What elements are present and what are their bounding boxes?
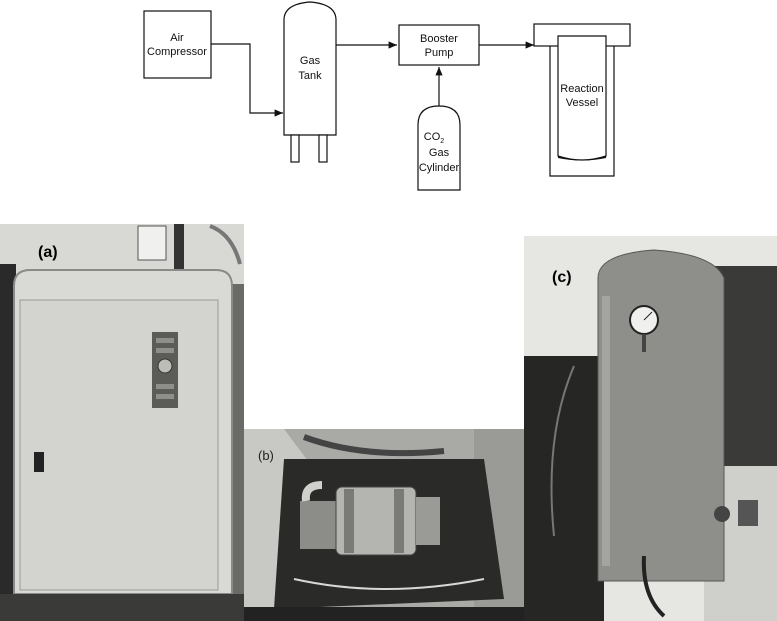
svg-text:Cylinder: Cylinder [419,162,460,174]
reaction-vessel-block: Reaction Vessel [533,23,631,177]
svg-text:Compressor: Compressor [147,46,207,58]
svg-text:Vessel: Vessel [566,97,598,109]
svg-text:Tank: Tank [298,70,322,82]
photo-air-compressor [0,224,244,621]
photo-label-b: (b) [258,448,274,463]
svg-text:Reaction: Reaction [560,83,603,95]
co2-cylinder-block: CO2 Gas Cylinder [417,105,461,191]
photo-gas-tank [524,236,777,621]
svg-text:Air: Air [170,32,184,44]
arrow-compressor-to-tank [211,43,283,117]
svg-text:Pump: Pump [425,47,454,59]
svg-text:CO2: CO2 [424,131,445,145]
photo-label-a: (a) [38,244,58,261]
booster-pump-block: Booster Pump [398,24,480,66]
process-flow-diagram: Air Compressor Gas Tank Booster Pump CO2… [143,1,631,191]
gas-tank-block: Gas Tank [283,1,337,163]
svg-text:Gas: Gas [300,55,321,67]
photo-label-c: (c) [552,269,572,286]
air-compressor-block: Air Compressor [143,10,212,79]
svg-text:Booster: Booster [420,33,458,45]
svg-text:Gas: Gas [429,147,450,159]
photo-booster-pump [244,429,524,621]
